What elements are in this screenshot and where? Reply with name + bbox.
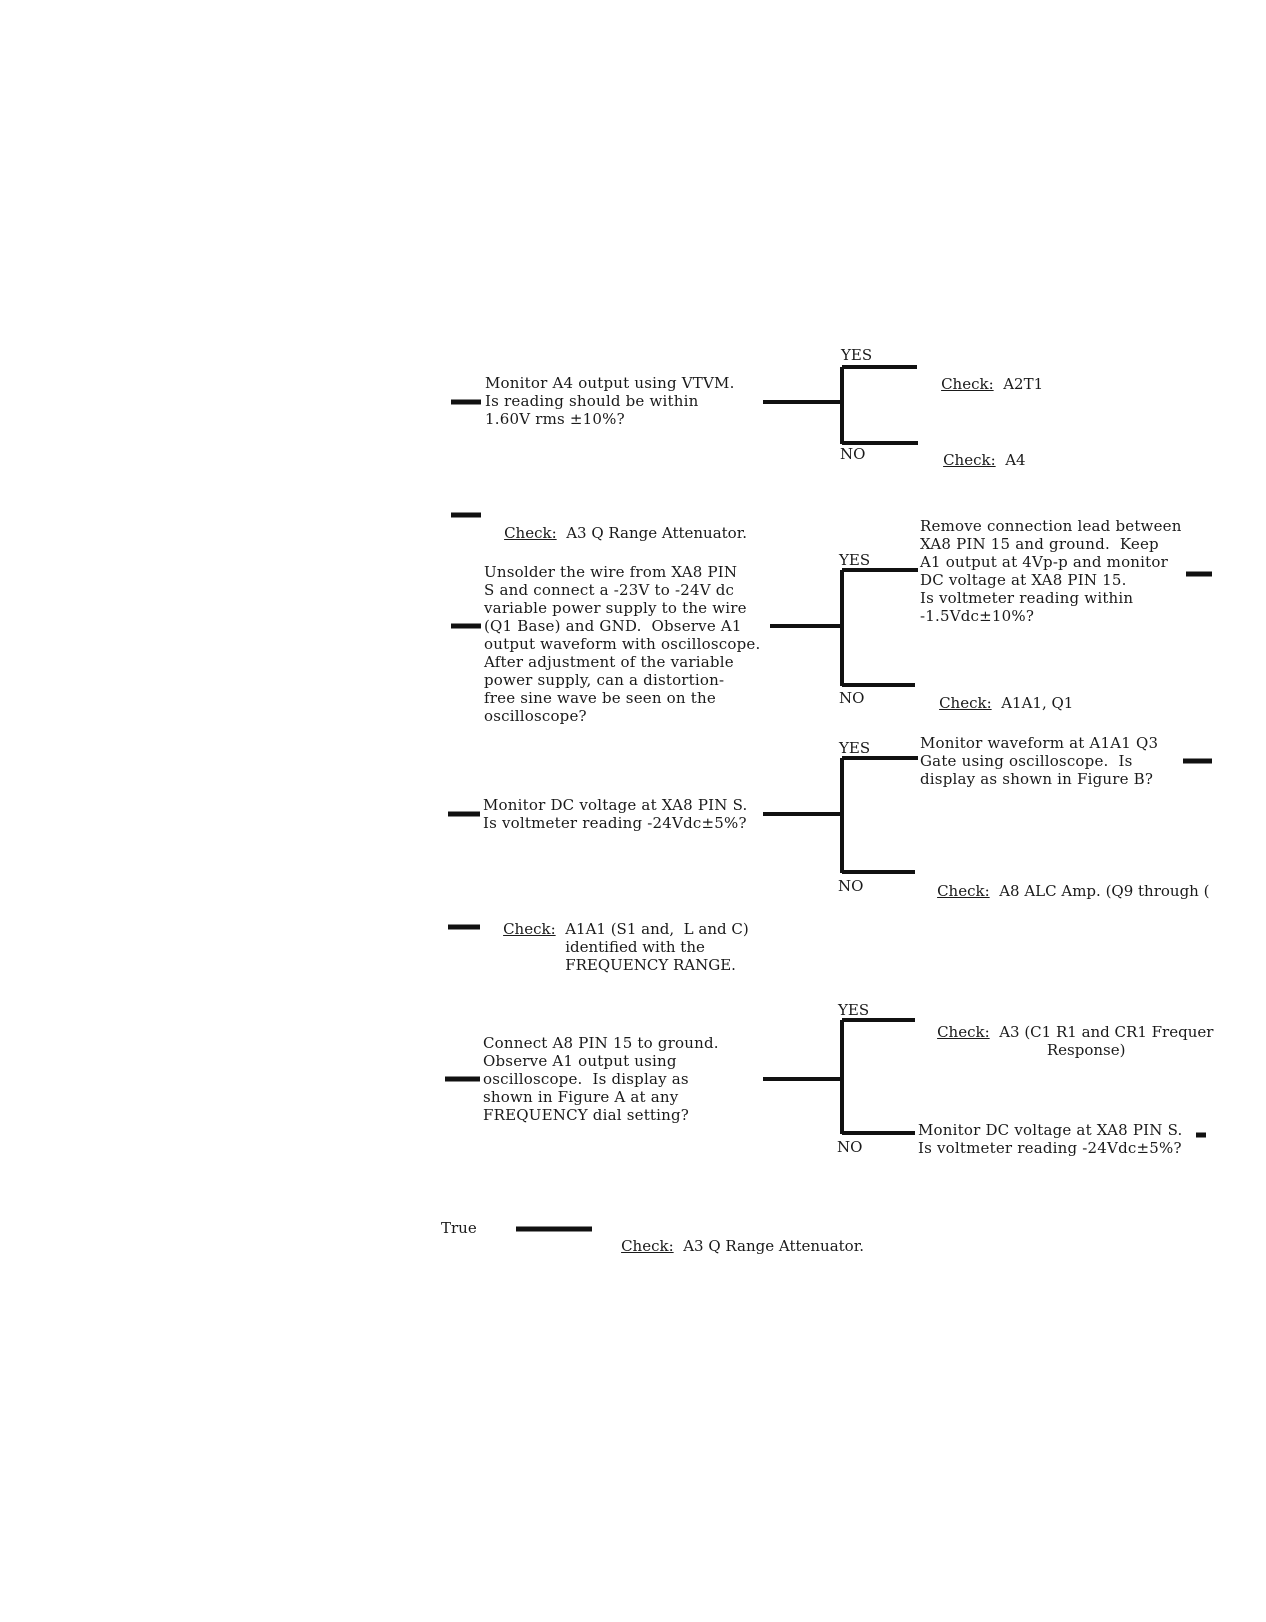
b1-no-result: Check: A4 <box>924 433 1026 487</box>
b4-yes-label: YES <box>839 739 871 757</box>
b6-yes-result: Check: A3 (C1 R1 and CR1 Frequer Respons… <box>918 1005 1213 1077</box>
b5-check-item: A1A1 (S1 and, L and C) identified with t… <box>565 920 749 974</box>
b3-no-label: NO <box>839 689 865 707</box>
b3-no-check-item: A1A1, Q1 <box>1001 694 1074 712</box>
b1-no-check-label: Check: <box>943 451 996 469</box>
b1-question: Monitor A4 output using VTVM. Is reading… <box>485 374 735 428</box>
b1-yes-label: YES <box>841 346 873 364</box>
b5-check-label: Check: <box>503 920 556 938</box>
b6-no-step: Monitor DC voltage at XA8 PIN S. Is volt… <box>918 1121 1183 1157</box>
b1-no-check-item: A4 <box>1005 451 1026 469</box>
b1-no-label: NO <box>840 445 866 463</box>
b3-yes-label: YES <box>839 551 871 569</box>
b7-check-item: A3 Q Range Attenuator. <box>683 1237 865 1255</box>
b7-check-label: Check: <box>621 1237 674 1255</box>
b6-yes-check-item: A3 (C1 R1 and CR1 Frequer Response) <box>999 1023 1214 1059</box>
b4-yes-step: Monitor waveform at A1A1 Q3 Gate using o… <box>920 734 1159 788</box>
b7-label: True <box>441 1219 477 1237</box>
b4-question: Monitor DC voltage at XA8 PIN S. Is volt… <box>483 796 748 832</box>
b3-yes-step: Remove connection lead between XA8 PIN 1… <box>920 517 1182 625</box>
b2-result: Check: A3 Q Range Attenuator. <box>485 506 747 560</box>
b4-no-result: Check: A8 ALC Amp. (Q9 through ( <box>918 864 1209 918</box>
b7-result: Check: A3 Q Range Attenuator. <box>602 1219 864 1273</box>
b6-yes-label: YES <box>838 1001 870 1019</box>
b3-no-check-label: Check: <box>939 694 992 712</box>
b2-check-item: A3 Q Range Attenuator. <box>566 524 748 542</box>
b6-no-label: NO <box>837 1138 863 1156</box>
b5-result: Check: A1A1 (S1 and, L and C) identified… <box>484 902 749 992</box>
b1-yes-result: Check: A2T1 <box>922 357 1043 411</box>
b6-question: Connect A8 PIN 15 to ground. Observe A1 … <box>483 1034 719 1124</box>
b4-no-label: NO <box>838 877 864 895</box>
b4-no-check-item: A8 ALC Amp. (Q9 through ( <box>999 882 1210 900</box>
b4-no-check-label: Check: <box>937 882 990 900</box>
b6-yes-check-label: Check: <box>937 1023 990 1041</box>
b2-check-label: Check: <box>504 524 557 542</box>
b1-yes-check-label: Check: <box>941 375 994 393</box>
b1-yes-check-item: A2T1 <box>1003 375 1044 393</box>
b3-no-result: Check: A1A1, Q1 <box>920 676 1073 730</box>
b3-question: Unsolder the wire from XA8 PIN S and con… <box>484 563 761 725</box>
